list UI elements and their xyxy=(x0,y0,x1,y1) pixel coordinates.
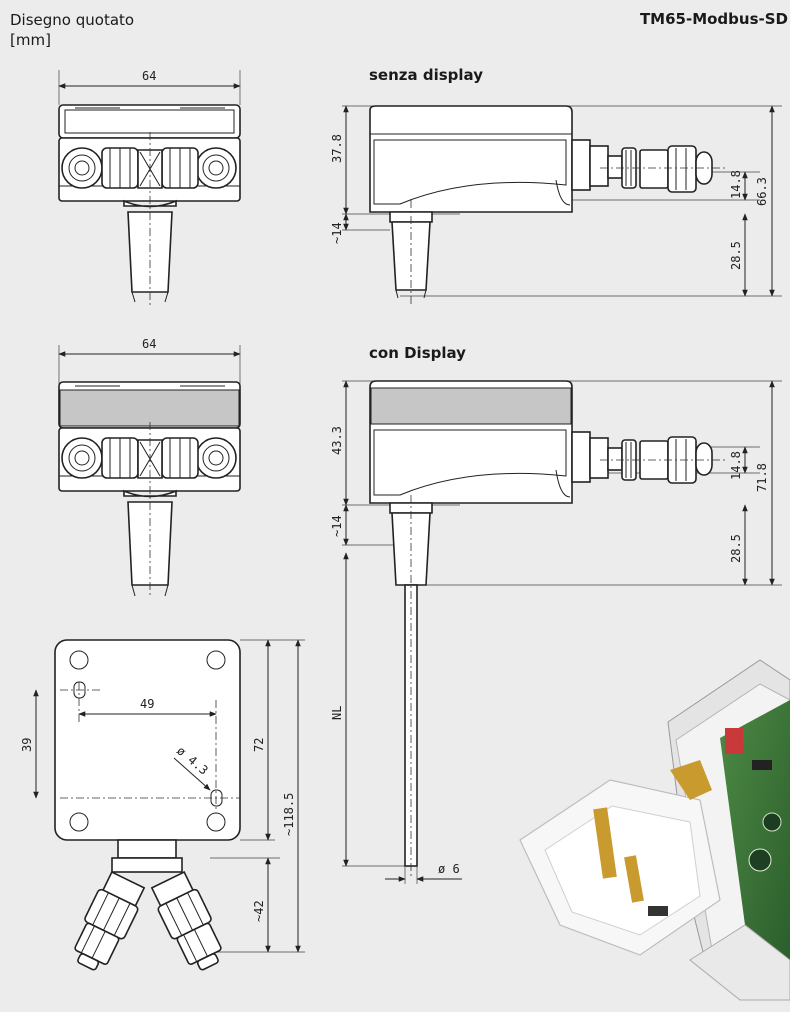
dim-tube-no-display: 28.5 xyxy=(729,241,743,270)
dim-probe-length: NL xyxy=(330,706,344,720)
dim-neck-no-display: ~14 xyxy=(330,222,344,244)
cable-gland-right xyxy=(161,147,237,189)
cable-gland-right-2 xyxy=(161,437,237,479)
dim-neck-with-display: ~14 xyxy=(330,515,344,537)
dim-base-height: 72 xyxy=(252,738,266,752)
angled-gland-left xyxy=(74,871,146,971)
dim-height-with-display: 43.3 xyxy=(330,426,344,455)
front-view-with-display: 64 xyxy=(58,337,241,598)
section-label-with-display: con Display xyxy=(369,344,466,362)
product-name: TM65-Modbus-SD xyxy=(639,10,788,28)
dim-gland-with-display: 14.8 xyxy=(729,451,743,480)
dim-top-width: 64 xyxy=(142,69,156,83)
display-band-side xyxy=(370,387,572,425)
dim-total-height: ~118.5 xyxy=(282,793,296,836)
dim-total-with-display: 71.8 xyxy=(755,463,769,492)
section-label-no-display: senza display xyxy=(369,66,483,84)
drawing-title-unit: [mm] xyxy=(10,31,51,49)
drawing-title: Disegno quotato [mm] xyxy=(10,10,134,50)
product-photo xyxy=(519,659,790,1001)
dim-total-no-display: 66.3 xyxy=(755,177,769,206)
mounting-view: 49 39 ø 4.3 72 ~118.5 ~42 xyxy=(20,639,305,971)
cable-gland-left-2 xyxy=(61,437,139,479)
cable-gland-left xyxy=(61,147,139,189)
angled-gland-right xyxy=(150,871,222,971)
pcb-board xyxy=(720,700,790,960)
dim-gland-length: ~42 xyxy=(252,900,266,922)
side-view-no-display: 37.8 ~14 66.3 14.8 28.5 xyxy=(330,105,782,305)
drawing-title-line1: Disegno quotato xyxy=(10,11,135,29)
front-view-no-display: 64 xyxy=(58,69,241,305)
pcb-connector xyxy=(725,728,743,754)
dim-gland-no-display: 14.8 xyxy=(729,170,743,199)
display-band-front xyxy=(59,389,240,427)
dim-top-width-2: 64 xyxy=(142,337,156,351)
dim-probe-diameter: ø 6 xyxy=(438,862,460,876)
dim-hole-vertical: 39 xyxy=(20,738,34,752)
dim-hole-spacing: 49 xyxy=(140,697,154,711)
dim-height-no-display: 37.8 xyxy=(330,134,344,163)
dim-tube-with-display: 28.5 xyxy=(729,534,743,563)
side-view-with-display: 43.3 ~14 NL 71.8 14.8 28.5 ø 6 xyxy=(330,380,782,884)
